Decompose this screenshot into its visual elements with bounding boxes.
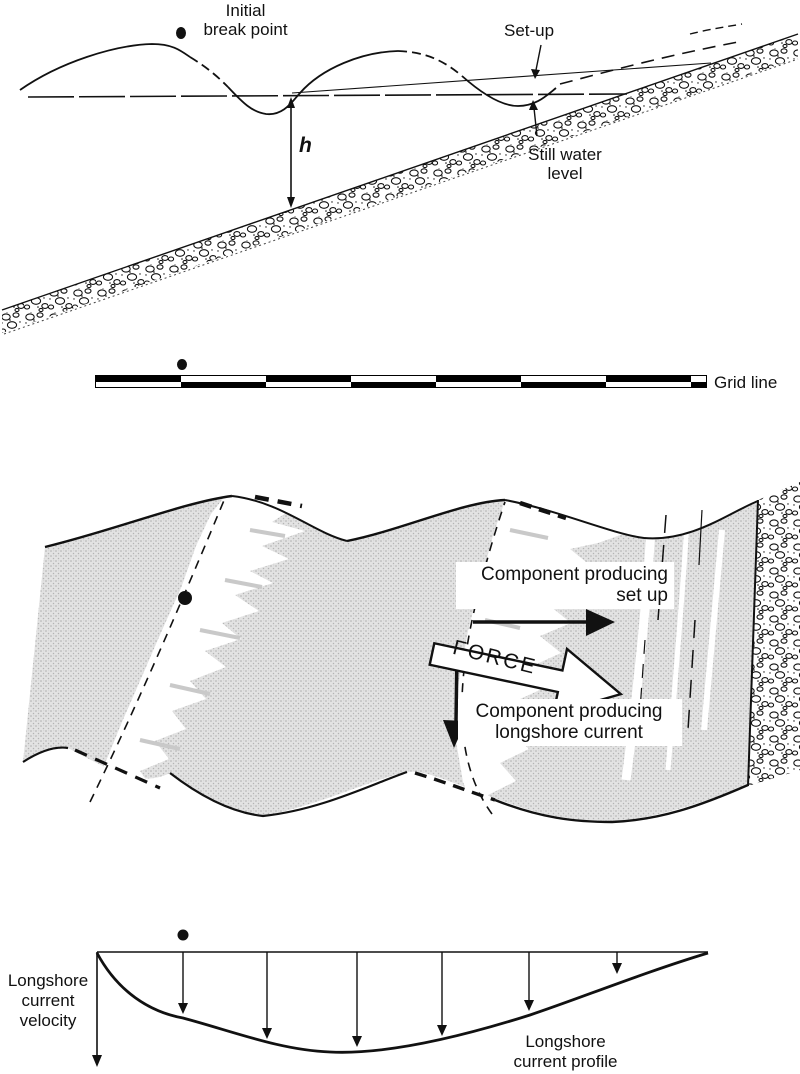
plan-beach-strip <box>747 482 800 787</box>
wave-crest-outlines <box>22 494 759 824</box>
setup-component-arrow <box>473 609 615 636</box>
still-water-line1: Still water <box>528 145 602 164</box>
still-water-level-label: Still water level <box>515 145 615 183</box>
current-profile-label: Longshore current profile <box>478 1032 653 1072</box>
profile-line2: current profile <box>513 1052 618 1071</box>
velocity-axis-arrow <box>92 952 102 1067</box>
break-point-marker <box>176 27 186 39</box>
initial-break-point-line1: Initial <box>225 1 266 20</box>
beach-slope <box>1 33 799 335</box>
velocity-axis-label: Longshore current velocity <box>0 971 96 1031</box>
breaker-zone-1 <box>89 496 305 808</box>
velocity-vectors <box>178 952 622 1047</box>
velocity-profile-panel <box>92 929 709 1067</box>
component-longshore-line2: longshore current <box>495 722 643 743</box>
velocity-line3: velocity <box>19 1011 77 1030</box>
cross-section-panel <box>1 23 799 335</box>
set-up-line <box>291 62 712 94</box>
still-water-line2: level <box>547 164 583 183</box>
component-setup-line2: set up <box>616 585 668 606</box>
profile-break-point-marker <box>177 929 189 941</box>
depth-symbol-label: h <box>299 134 312 157</box>
depth-arrow <box>287 97 295 208</box>
plan-view-panel <box>22 482 800 824</box>
component-longshore-line1: Component producing <box>475 701 663 722</box>
initial-break-point-label: Initial break point <box>183 1 308 39</box>
grid-line-label: Grid line <box>714 373 778 392</box>
profile-line1: Longshore <box>525 1032 606 1051</box>
plan-break-point-marker <box>178 591 192 605</box>
grid-break-point-marker <box>177 359 187 370</box>
velocity-line2: current <box>21 991 75 1010</box>
still-water-arrow <box>529 100 538 137</box>
set-up-label: Set-up <box>504 21 555 40</box>
component-setup-label: Component producing set up <box>456 562 674 609</box>
grid-line-bar <box>95 375 707 388</box>
initial-break-point-line2: break point <box>203 20 288 39</box>
still-water-line <box>27 93 628 98</box>
set-up-arrow <box>531 44 542 79</box>
velocity-curve <box>95 951 709 1054</box>
component-setup-line1: Component producing <box>481 564 668 585</box>
velocity-line1: Longshore <box>7 971 89 990</box>
component-longshore-label: Component producing longshore current <box>458 699 682 746</box>
